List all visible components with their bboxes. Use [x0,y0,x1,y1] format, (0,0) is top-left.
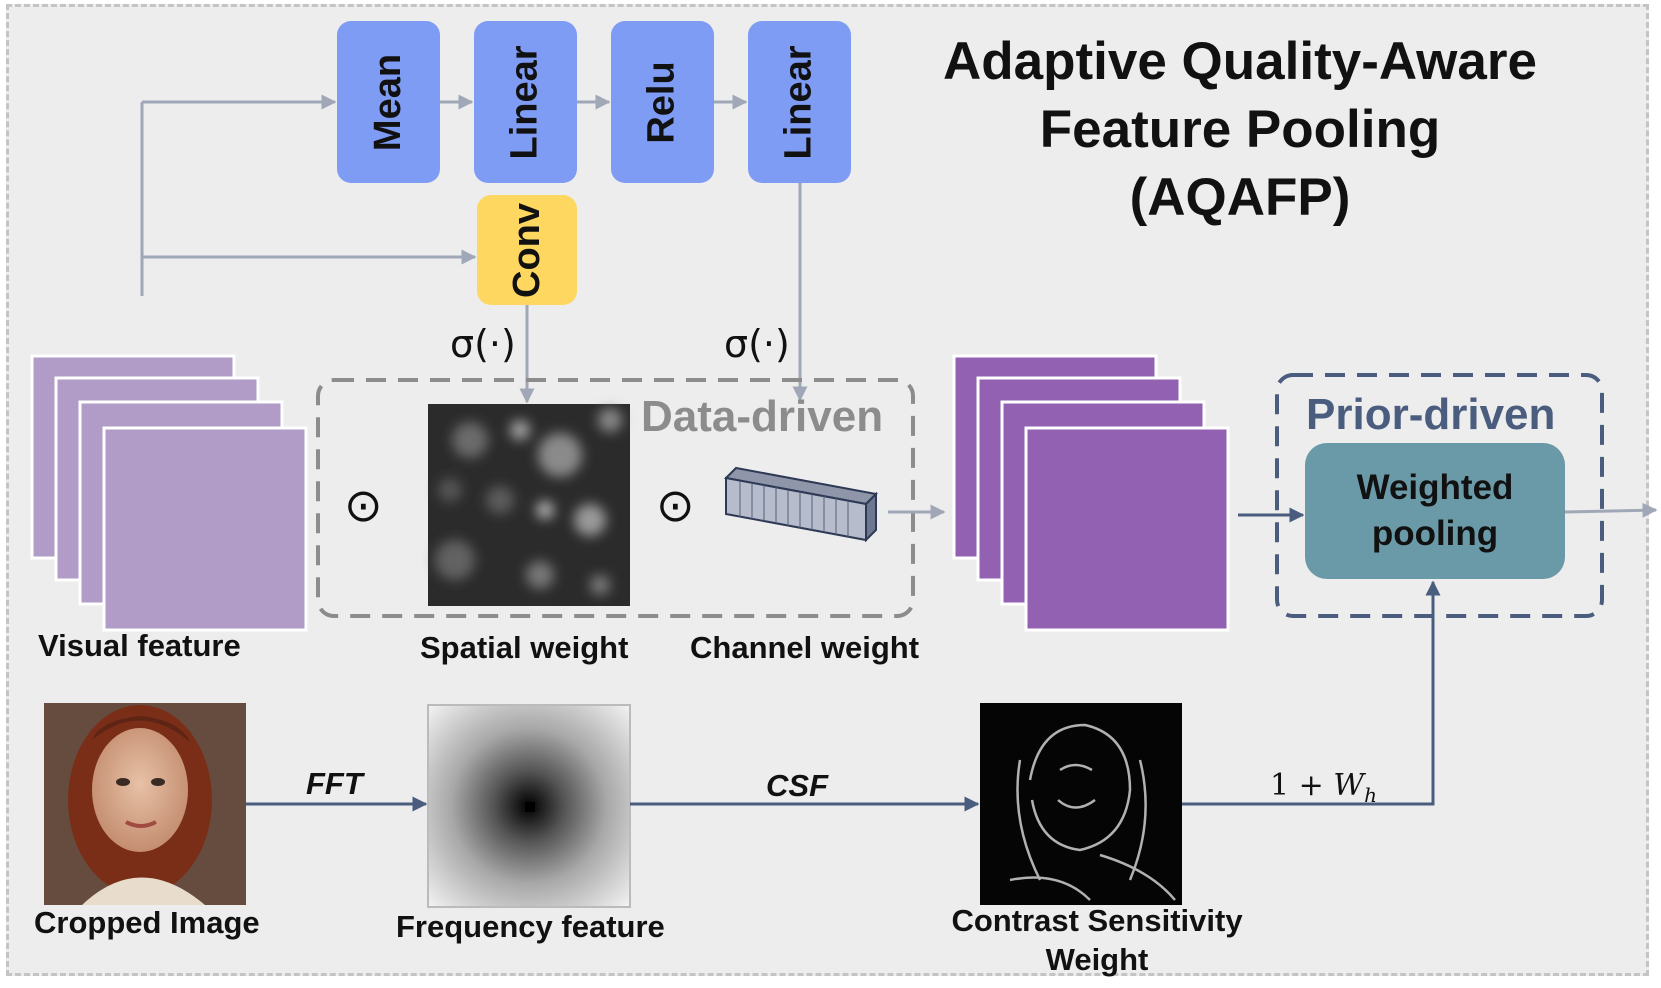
mean-block-label: Mean [366,53,409,151]
pooling-line-2: pooling [1371,514,1499,553]
sigma-channel: σ(·) [724,322,790,366]
weight-formula-base: 1 + [1270,768,1334,803]
visual-feature-label: Visual feature [38,628,241,663]
weight-formula-sub: h [1364,783,1378,807]
weighted-pooling-block: Weighted pooling [1305,443,1565,579]
relu-block-label: Relu [640,60,683,144]
frequency-feature-map [427,704,631,908]
prior-driven-label: Prior-driven [1306,390,1556,439]
spatial-weight-label: Spatial weight [420,630,629,665]
contrast-sensitivity-map [980,703,1182,905]
weight-formula-var: W [1333,768,1365,803]
title-line-3: (AQAFP) [1129,168,1351,227]
data-driven-label: Data-driven [641,392,884,441]
pooling-line-1: Weighted [1356,468,1514,507]
channel-weight-bar [723,466,879,543]
weight-formula: 1 + Wh [1270,768,1377,807]
mean-block: Mean [337,21,440,183]
contrast-sensitivity-label-line-2: Weight [1045,942,1149,977]
weighted-feature-stack [952,354,1230,632]
conv-block-label: Conv [505,202,548,298]
hadamard-operator-1: ⊙ [344,478,383,532]
fft-label: FFT [306,766,363,801]
input-branch-arrows [140,94,808,404]
diagram-title: Adaptive Quality-Aware Feature Pooling (… [880,28,1600,232]
title-line-2: Feature Pooling [1039,100,1441,159]
spatial-weight-map [428,404,630,606]
linear-block-2: Linear [748,21,851,183]
contrast-sensitivity-label-line-1: Contrast Sensitivity [951,903,1243,938]
conv-block: Conv [477,195,577,305]
frequency-feature-label: Frequency feature [396,909,665,944]
relu-block: Relu [611,21,714,183]
linear-block-2-label: Linear [778,44,821,160]
visual-feature-stack [30,354,308,632]
title-line-1: Adaptive Quality-Aware [943,32,1537,91]
prior-driven-box [1275,373,1604,618]
cropped-image-portrait [44,703,246,905]
cropped-image-label: Cropped Image [34,905,260,940]
data-driven-box [316,378,915,618]
hadamard-operator-2: ⊙ [656,478,695,532]
pooling-output-arrow [1564,502,1658,518]
channel-weight-label: Channel weight [690,630,920,665]
csf-label: CSF [766,768,828,803]
linear-block-1-label: Linear [504,44,547,160]
sigma-spatial: σ(·) [450,322,516,366]
linear-block-1: Linear [474,21,577,183]
bottom-flow-arrows [246,580,1441,812]
